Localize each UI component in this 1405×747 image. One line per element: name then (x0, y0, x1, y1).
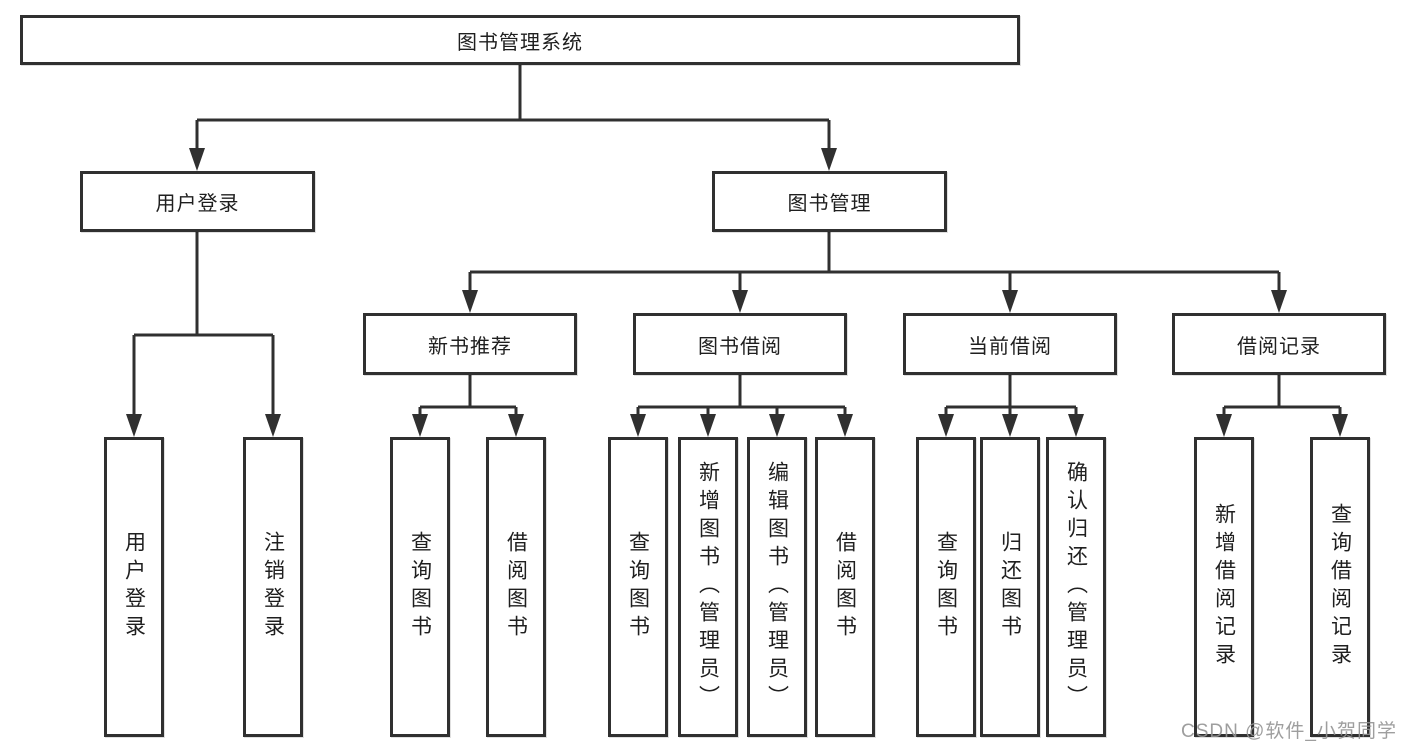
node-borrow-records: 借阅记录 (1172, 313, 1386, 375)
csdn-watermark: CSDN @软件_小贺同学 (1181, 721, 1397, 742)
node-book-management: 图书管理 (712, 171, 947, 232)
leaf-query-books-current-label: 查询图书 (934, 531, 958, 643)
node-borrow-records-label: 借阅记录 (1237, 335, 1321, 358)
node-current-borrowing-label: 当前借阅 (968, 335, 1052, 358)
node-user-login-label: 用户登录 (155, 193, 240, 215)
leaf-borrow-books-recommend-label: 借阅图书 (504, 531, 528, 643)
node-new-book-recommend: 新书推荐 (363, 313, 577, 375)
leaf-edit-book-admin: 编辑图书（管理员） (747, 437, 807, 737)
node-current-borrowing: 当前借阅 (903, 313, 1117, 375)
node-book-borrowing: 图书借阅 (633, 313, 847, 375)
node-library-system: 图书管理系统 (20, 15, 1020, 65)
leaf-add-book-admin-label: 新增图书（管理员） (696, 461, 720, 713)
node-new-book-recommend-label: 新书推荐 (428, 335, 512, 358)
leaf-logout: 注销登录 (243, 437, 303, 737)
leaf-query-books-current: 查询图书 (916, 437, 976, 737)
leaf-user-login-label: 用户登录 (122, 531, 146, 643)
leaf-query-borrow-record-label: 查询借阅记录 (1328, 503, 1352, 671)
node-book-management-label: 图书管理 (787, 193, 872, 215)
leaf-user-login: 用户登录 (104, 437, 164, 737)
leaf-borrow-books-label: 借阅图书 (833, 531, 857, 643)
leaf-query-books-recommend-label: 查询图书 (408, 531, 432, 643)
leaf-return-book-label: 归还图书 (998, 531, 1022, 643)
leaf-edit-book-admin-label: 编辑图书（管理员） (765, 461, 789, 713)
leaf-add-borrow-record: 新增借阅记录 (1194, 437, 1254, 737)
leaf-query-books-borrow-label: 查询图书 (626, 531, 650, 643)
leaf-add-borrow-record-label: 新增借阅记录 (1212, 503, 1236, 671)
leaf-confirm-return-admin: 确认归还（管理员） (1046, 437, 1106, 737)
leaf-return-book: 归还图书 (980, 437, 1040, 737)
leaf-confirm-return-admin-label: 确认归还（管理员） (1064, 461, 1088, 713)
leaf-logout-label: 注销登录 (261, 531, 285, 643)
node-book-borrowing-label: 图书借阅 (698, 335, 782, 358)
node-library-system-label: 图书管理系统 (457, 31, 583, 54)
arrowheads (126, 148, 1348, 437)
leaf-query-books-recommend: 查询图书 (390, 437, 450, 737)
leaf-add-book-admin: 新增图书（管理员） (678, 437, 738, 737)
node-user-login: 用户登录 (80, 171, 315, 232)
leaf-query-books-borrow: 查询图书 (608, 437, 668, 737)
leaf-borrow-books-recommend: 借阅图书 (486, 437, 546, 737)
leaf-query-borrow-record: 查询借阅记录 (1310, 437, 1370, 737)
leaf-borrow-books: 借阅图书 (815, 437, 875, 737)
